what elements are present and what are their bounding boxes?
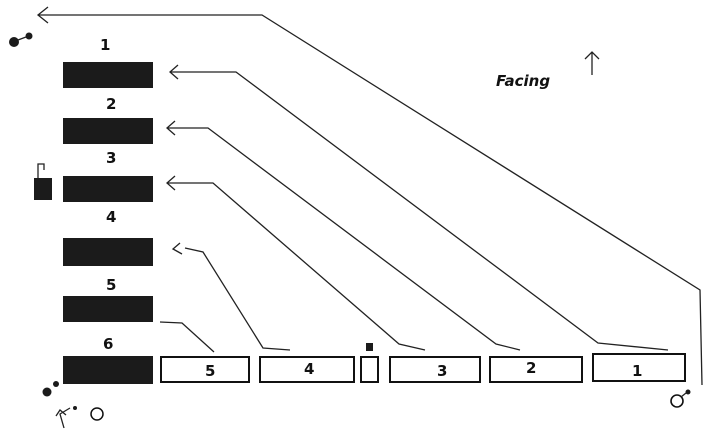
left-bar-4 (63, 238, 153, 266)
left-bar-6 (63, 356, 153, 384)
left-bar-6-number: 6 (103, 335, 113, 353)
bottom-box-2-number: 2 (526, 359, 536, 377)
small-box-marker-icon (366, 343, 373, 351)
facing-label: Facing (496, 72, 550, 90)
left-bar-3 (63, 176, 153, 202)
left-bar-5 (63, 296, 153, 322)
left-bar-2 (63, 118, 153, 144)
bottom-box-1 (592, 353, 686, 382)
bottom-box-3 (389, 356, 481, 383)
left-bar-2-number: 2 (106, 95, 116, 113)
left-bar-1 (63, 62, 153, 88)
bottom-small-box (360, 356, 379, 383)
arrow-box1-to-bar1 (169, 64, 669, 351)
outer-arrow (36, 6, 703, 386)
bottom-box-5 (160, 356, 250, 383)
stand-icon (34, 163, 52, 200)
left-bar-1-number: 1 (100, 36, 110, 54)
left-bar-5-number: 5 (106, 276, 116, 294)
bottom-box-1-number: 1 (632, 362, 642, 380)
left-bar-3-number: 3 (106, 149, 116, 167)
bottom-left-tool-icon (42, 381, 104, 429)
top-left-tool-icon (9, 32, 33, 47)
bottom-box-4-number: 4 (304, 360, 314, 378)
connector-box5 (159, 321, 215, 353)
left-bar-4-number: 4 (106, 208, 116, 226)
bottom-right-tool-icon (670, 389, 691, 408)
bottom-box-2 (489, 356, 583, 383)
facing-arrow-icon (584, 51, 600, 75)
bottom-box-5-number: 5 (205, 362, 215, 380)
bottom-box-4 (259, 356, 355, 383)
arrow-box3-to-bar3 (166, 175, 426, 351)
arrow-box4-to-bar4 (171, 242, 291, 351)
bottom-box-3-number: 3 (437, 362, 447, 380)
arrow-box2-to-bar2 (166, 120, 521, 351)
